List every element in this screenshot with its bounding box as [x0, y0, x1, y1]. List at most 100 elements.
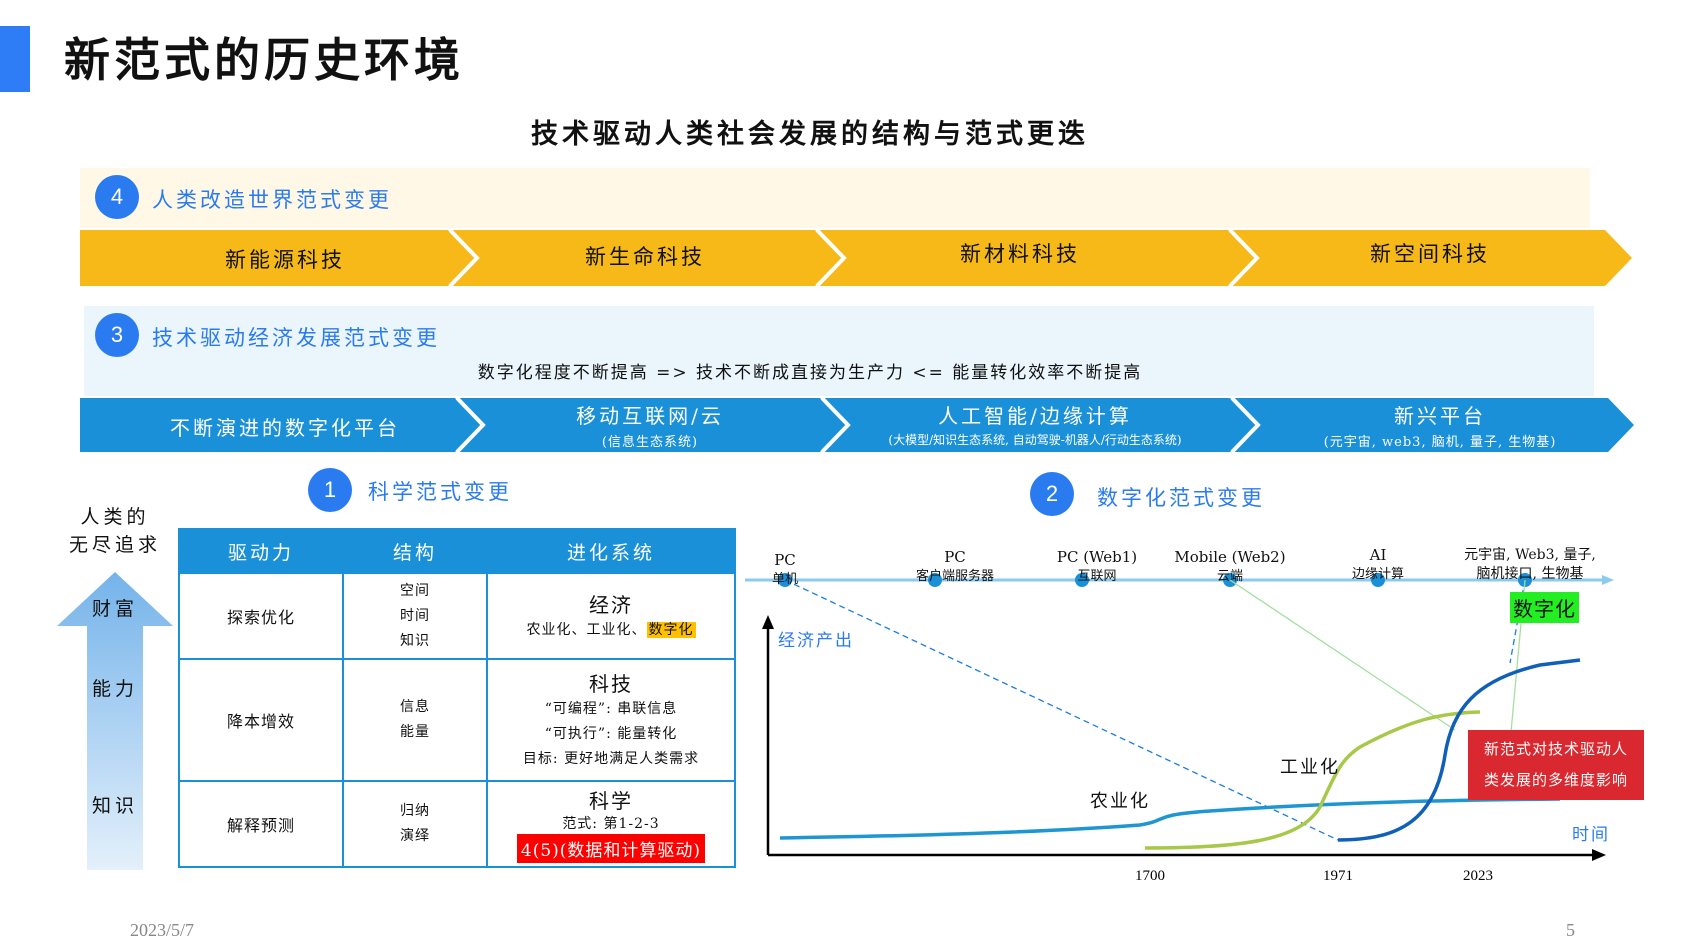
row-structure: 信息 能量 — [342, 658, 488, 782]
stage3-main-3: 人工智能/边缘计算 — [938, 404, 1132, 428]
table-header: 驱动力 — [178, 528, 344, 574]
system-title: 经济 — [589, 593, 633, 617]
stage4-label-3: 新材料科技 — [960, 242, 1080, 266]
row-system: 科学 范式: 第1-2-3 4(5)(数据和计算驱动) — [486, 780, 736, 868]
chart-ylabel: 经济产出 — [778, 631, 854, 651]
section4-band — [80, 168, 1590, 228]
stage3-sub-2: (信息生态系统) — [601, 435, 699, 450]
structure-item: 时间 — [400, 607, 430, 624]
digital-badge: 数字化 — [1510, 592, 1579, 623]
timeline-label-1: PC 单机 — [740, 551, 830, 589]
timeline-label-6: 元宇宙, Web3, 量子, 脑机接口, 生物基 — [1440, 546, 1620, 584]
callout-line: 新范式对技术驱动人 — [1483, 740, 1628, 758]
agri-curve — [779, 797, 1561, 840]
connector-pc-1971 — [784, 579, 1339, 841]
footer-page-number: 5 — [1566, 920, 1575, 940]
stage3-main-2: 移动互联网/云 — [576, 404, 724, 428]
section4-arrow-strip — [80, 228, 1632, 288]
stage3-main-1: 不断演进的数字化平台 — [170, 416, 400, 440]
y-axis-arrowhead — [762, 615, 774, 629]
stage3-main-4: 新兴平台 — [1394, 404, 1486, 428]
callout-line: 类发展的多维度影响 — [1483, 771, 1628, 789]
year-label: 1971 — [1323, 868, 1353, 884]
side-level-wealth: 财富 — [91, 598, 138, 620]
side-up-arrow — [57, 572, 173, 870]
timeline-bottom: 脑机接口, 生物基 — [1476, 566, 1584, 582]
side-level-knowledge: 知识 — [91, 795, 138, 817]
table-row: 降本增效 信息 能量 科技 “可编程”: 串联信息 “可执行”: 能量转化 目标… — [178, 658, 736, 782]
table-row: 探索优化 空间 时间 知识 经济 农业化、工业化、数字化 — [178, 572, 736, 660]
year-label: 1700 — [1135, 868, 1165, 884]
timeline-label-5: AI 边缘计算 — [1333, 546, 1423, 584]
section3-heading: 技术驱动经济发展范式变更 — [152, 326, 440, 350]
stage3-arrow-1 — [80, 398, 481, 452]
section4-number: 4 — [95, 175, 139, 219]
stage3-label-3: 人工智能/边缘计算 (大模型/知识生态系统, 自动驾驶-机器人/行动生态系统) — [840, 400, 1230, 448]
section1-heading: 科学范式变更 — [368, 480, 512, 504]
stage3-sub-3: (大模型/知识生态系统, 自动驾驶-机器人/行动生态系统) — [888, 433, 1182, 447]
timeline-arrowhead — [1602, 575, 1614, 585]
timeline-top: Mobile (Web2) — [1174, 548, 1286, 566]
structure-item: 能量 — [400, 724, 430, 740]
table-header-row: 驱动力 结构 进化系统 — [178, 528, 736, 574]
row-system: 科技 “可编程”: 串联信息 “可执行”: 能量转化 目标: 更好地满足人类需求 — [486, 658, 736, 782]
timeline-top: PC — [944, 548, 966, 566]
section3-note: 数字化程度不断提高 => 技术不断成直接为生产力 <= 能量转化效率不断提高 — [477, 363, 1143, 383]
agri-label: 农业化 — [1090, 791, 1150, 812]
stage4-arrow-1 — [80, 230, 475, 286]
stage4-label-2: 新生命科技 — [585, 245, 705, 269]
drivers-table: 驱动力 结构 进化系统 探索优化 空间 时间 知识 经济 农业化、工业化、数字化… — [178, 528, 736, 868]
row-structure: 归纳 演绎 — [342, 780, 488, 868]
system-highlight-paradigm: 4(5)(数据和计算驱动) — [516, 834, 706, 863]
digital-curve — [1337, 658, 1581, 842]
stage4-label-1: 新能源科技 — [225, 248, 345, 272]
footer-date: 2023/5/7 — [130, 920, 195, 940]
timeline-bottom: 客户端服务器 — [915, 569, 994, 584]
row-driver: 解释预测 — [178, 780, 344, 868]
structure-item: 演绎 — [400, 828, 430, 844]
x-axis-arrowhead — [1592, 849, 1606, 861]
stage4-arrow-2 — [450, 230, 842, 286]
side-title-2: 无尽追求 — [68, 534, 161, 556]
system-highlight-digital: 数字化 — [646, 622, 696, 638]
timeline-top: PC (Web1) — [1056, 548, 1138, 566]
system-line: 范式: 第1-2-3 — [562, 816, 660, 832]
timeline-dot — [1075, 573, 1089, 587]
timeline-bottom: 边缘计算 — [1351, 567, 1404, 582]
system-line: “可执行”: 能量转化 — [544, 726, 678, 742]
stage3-label-4: 新兴平台 (元宇宙, web3, 脑机, 量子, 生物基) — [1255, 400, 1625, 450]
section2-number: 2 — [1030, 472, 1074, 516]
table-header: 结构 — [342, 528, 488, 574]
timeline-top: PC — [774, 551, 796, 569]
row-system: 经济 农业化、工业化、数字化 — [486, 572, 736, 660]
page-title: 新范式的历史环境 — [64, 33, 464, 87]
section1-number: 1 — [308, 468, 352, 512]
stage4-label-4: 新空间科技 — [1370, 242, 1490, 266]
section4-heading: 人类改造世界范式变更 — [152, 188, 392, 212]
side-level-ability: 能力 — [91, 678, 138, 700]
section3-arrow-strip — [80, 396, 1634, 454]
timeline-label-4: Mobile (Web2) 云端 — [1160, 548, 1300, 586]
structure-item: 知识 — [400, 632, 430, 649]
stage3-label-2: 移动互联网/云 (信息生态系统) — [475, 400, 825, 450]
row-driver: 降本增效 — [178, 658, 344, 782]
structure-item: 空间 — [400, 582, 430, 599]
side-title-1: 人类的 — [80, 506, 150, 528]
section3-number: 3 — [95, 313, 139, 357]
stage4-arrow-4 — [1230, 230, 1632, 286]
industry-label: 工业化 — [1280, 757, 1340, 778]
timeline-label-3: PC (Web1) 互联网 — [1032, 548, 1162, 586]
system-title: 科学 — [589, 789, 633, 813]
timeline-top: AI — [1369, 546, 1387, 564]
table-row: 解释预测 归纳 演绎 科学 范式: 第1-2-3 4(5)(数据和计算驱动) — [178, 780, 736, 868]
industry-curve — [1144, 710, 1481, 850]
page-subtitle: 技术驱动人类社会发展的结构与范式更迭 — [531, 119, 1089, 150]
structure-item: 归纳 — [400, 803, 430, 819]
chart-xlabel: 时间 — [1572, 825, 1610, 845]
structure-item: 信息 — [400, 699, 430, 715]
row-driver: 探索优化 — [178, 572, 344, 660]
impact-callout: 新范式对技术驱动人 类发展的多维度影响 — [1468, 730, 1644, 800]
stage3-label-1: 不断演进的数字化平台 — [95, 412, 475, 441]
connector-web2-industry — [1229, 579, 1456, 731]
system-line: 目标: 更好地满足人类需求 — [522, 751, 700, 767]
